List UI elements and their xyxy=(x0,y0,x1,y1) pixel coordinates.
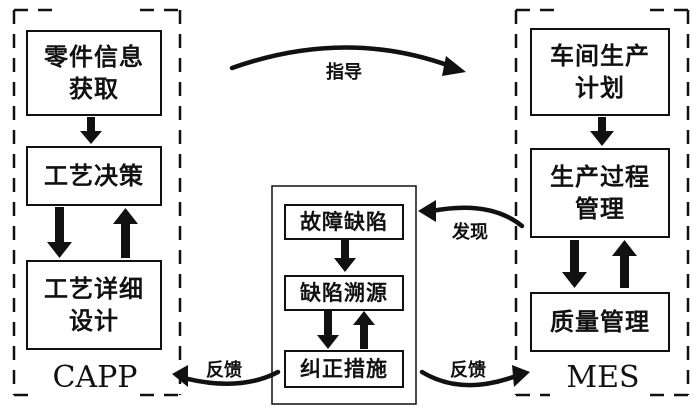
process-decision-label: 工艺决策 xyxy=(44,161,144,190)
arrow-up-icon xyxy=(113,208,138,258)
guide-arrow xyxy=(229,45,453,71)
capp-title: CAPP xyxy=(52,360,138,395)
arrow-down-icon xyxy=(590,117,614,146)
arrow-up-icon xyxy=(353,311,375,349)
feedback-right-label: 反馈 xyxy=(450,360,486,381)
corrective-label: 纠正措施 xyxy=(300,356,388,381)
fault-defect-box: 故障缺陷 xyxy=(284,204,404,240)
part-info-line2: 获取 xyxy=(69,75,119,103)
feedback-left-label: 反馈 xyxy=(206,360,242,381)
discover-arrow xyxy=(429,205,525,229)
detailed-design-line1: 工艺详细 xyxy=(44,274,144,303)
corrective-box: 纠正措施 xyxy=(284,350,404,388)
arrow-down-icon xyxy=(334,239,356,272)
shop-plan-box: 车间生产 计划 xyxy=(530,28,670,116)
mes-frame xyxy=(514,8,690,397)
process-decision-box: 工艺决策 xyxy=(26,146,162,206)
arrow-down-icon xyxy=(562,240,587,288)
guide-label: 指导 xyxy=(326,62,362,83)
production-mgmt-line1: 生产过程 xyxy=(550,162,650,191)
discover-label: 发现 xyxy=(452,222,488,243)
feedback-right-arrow xyxy=(419,369,519,388)
arrow-head-icon xyxy=(512,365,530,387)
arrow-head-icon xyxy=(418,200,436,222)
block-arrows xyxy=(47,117,637,349)
detailed-design-box: 工艺详细 设计 xyxy=(26,260,162,350)
shop-plan-line1: 车间生产 xyxy=(550,41,650,70)
mes-title: MES xyxy=(566,360,640,395)
shop-plan-line2: 计划 xyxy=(575,74,625,102)
fault-defect-label: 故障缺陷 xyxy=(300,209,388,234)
quality-mgmt-box: 质量管理 xyxy=(530,292,670,352)
detailed-design-line2: 设计 xyxy=(69,307,119,335)
defect-trace-label: 缺陷溯源 xyxy=(300,280,388,305)
arrow-down-icon xyxy=(47,207,72,258)
feedback-left-arrow xyxy=(181,369,281,387)
defect-trace-box: 缺陷溯源 xyxy=(284,275,404,311)
arrow-down-icon xyxy=(317,311,339,349)
capp-frame xyxy=(12,8,182,397)
quality-mgmt-label: 质量管理 xyxy=(550,307,650,336)
arrow-down-icon xyxy=(80,117,102,144)
production-mgmt-box: 生产过程 管理 xyxy=(530,148,670,238)
center-frame xyxy=(271,185,417,405)
production-mgmt-line2: 管理 xyxy=(575,195,625,223)
arrow-head-icon xyxy=(442,56,466,76)
arrow-up-icon xyxy=(612,240,637,288)
part-info-box: 零件信息 获取 xyxy=(26,30,162,116)
arrow-head-icon xyxy=(172,365,188,387)
part-info-line1: 零件信息 xyxy=(44,42,144,71)
